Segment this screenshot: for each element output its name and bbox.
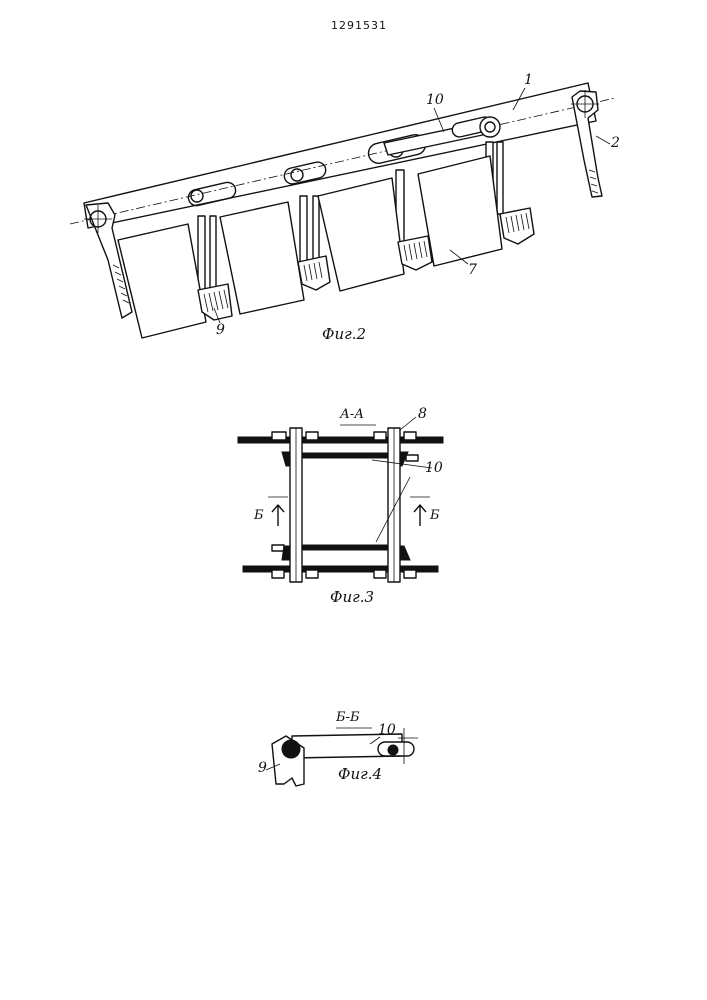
label-9-fig4: 9 bbox=[258, 760, 267, 776]
label-10-fig4: 10 bbox=[378, 722, 396, 738]
section-title-b-b: Б-Б bbox=[336, 710, 360, 725]
figure-4-caption: Фиг.4 bbox=[338, 765, 382, 783]
